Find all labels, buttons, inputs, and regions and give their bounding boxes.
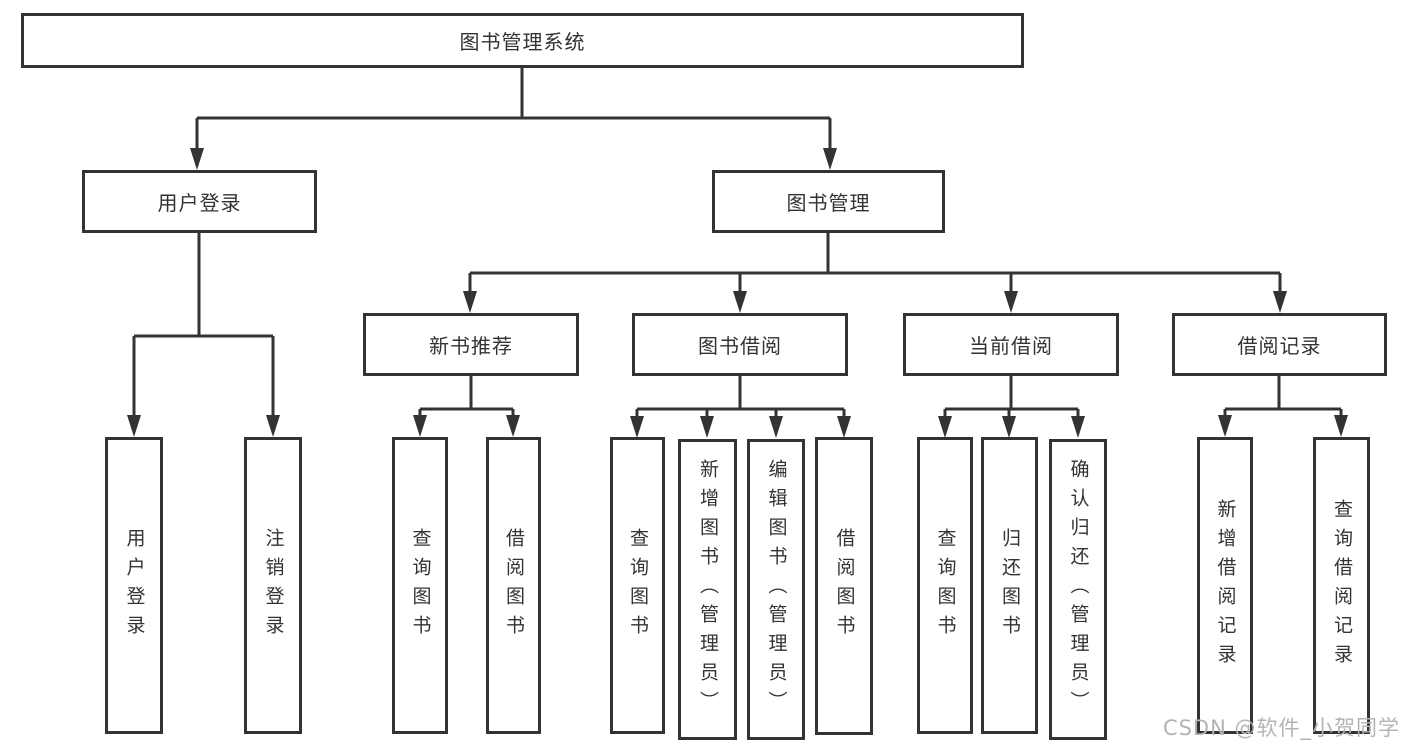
- leaf-bb-add-book-admin: 新增图书（管理员）: [678, 439, 737, 740]
- node-new-book-recommend: 新书推荐: [363, 313, 579, 376]
- leaf-logout-login: 注销登录: [244, 437, 302, 734]
- connector-book-management-split: [463, 233, 1287, 313]
- leaf-label: 确认归还（管理员）: [1067, 459, 1090, 720]
- connector-user-login-split: [127, 233, 280, 437]
- connector-new-book-split: [413, 376, 520, 437]
- leaf-label: 用户登录: [123, 527, 146, 644]
- leaf-label: 注销登录: [262, 527, 285, 644]
- leaf-nbr-borrow-book: 借阅图书: [486, 437, 541, 734]
- leaf-label: 查询图书: [934, 527, 957, 644]
- csdn-watermark: CSDN @软件_小贺同学: [1162, 716, 1400, 740]
- connector-borrow-records-split: [1218, 376, 1348, 437]
- node-user-login: 用户登录: [82, 170, 317, 233]
- leaf-label: 查询图书: [627, 527, 649, 644]
- leaf-label: 查询借阅记录: [1331, 498, 1353, 673]
- leaf-cb-return-book: 归还图书: [981, 437, 1038, 734]
- connector-current-borrow-split: [938, 376, 1085, 438]
- node-book-management: 图书管理: [712, 170, 945, 233]
- leaf-bb-edit-book-admin: 编辑图书（管理员）: [747, 439, 805, 740]
- leaf-user-login: 用户登录: [105, 437, 163, 734]
- leaf-label: 新增借阅记录: [1214, 498, 1237, 673]
- leaf-label: 查询图书: [409, 527, 432, 644]
- connector-root-split: [190, 68, 837, 170]
- leaf-cb-query-book: 查询图书: [917, 437, 973, 734]
- leaf-label: 归还图书: [999, 527, 1021, 644]
- leaf-cb-confirm-return-admin: 确认归还（管理员）: [1049, 439, 1107, 740]
- node-borrow-records: 借阅记录: [1172, 313, 1387, 376]
- leaf-label: 新增图书（管理员）: [697, 459, 719, 720]
- leaf-br-add-record: 新增借阅记录: [1197, 437, 1253, 734]
- node-root: 图书管理系统: [21, 13, 1024, 68]
- leaf-label: 编辑图书（管理员）: [765, 459, 788, 720]
- node-current-borrow: 当前借阅: [903, 313, 1119, 376]
- leaf-br-query-record: 查询借阅记录: [1313, 437, 1370, 734]
- leaf-label: 借阅图书: [833, 528, 856, 644]
- leaf-bb-borrow-book: 借阅图书: [815, 437, 873, 735]
- leaf-label: 借阅图书: [503, 527, 525, 644]
- node-book-borrow: 图书借阅: [632, 313, 848, 376]
- leaf-nbr-query-book: 查询图书: [392, 437, 448, 734]
- leaf-bb-query-book: 查询图书: [610, 437, 665, 734]
- connector-book-borrow-split: [630, 376, 851, 438]
